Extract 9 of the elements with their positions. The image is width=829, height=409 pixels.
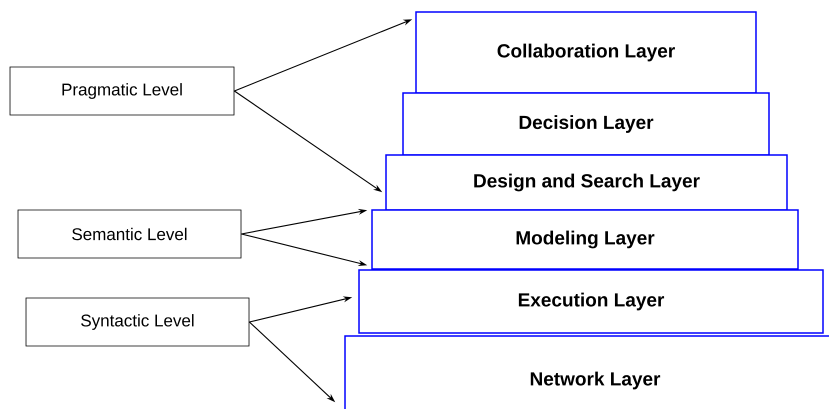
level-box: Semantic Level	[18, 210, 242, 258]
layer-box: Decision Layer	[402, 92, 770, 156]
layer-box: Execution Layer	[358, 269, 824, 334]
layer-box: Design and Search Layer	[385, 154, 788, 211]
layer-box: Modeling Layer	[371, 209, 799, 270]
level-box: Pragmatic Level	[10, 66, 234, 116]
level-box: Syntactic Level	[26, 298, 250, 346]
layer-box: Collaboration Layer	[415, 11, 757, 94]
layer-box: Network Layer	[344, 335, 829, 409]
